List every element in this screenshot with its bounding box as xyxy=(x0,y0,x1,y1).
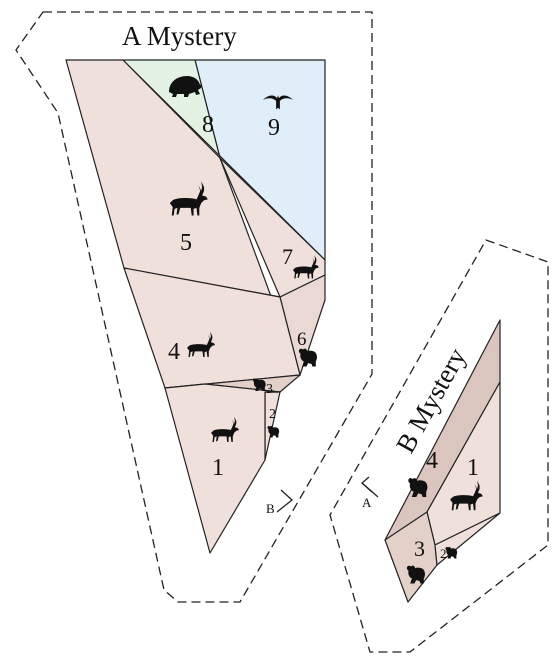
piece-label-6: 6 xyxy=(297,329,307,350)
piece-label-1: 1 xyxy=(212,455,224,481)
panel-a-piece-2 xyxy=(264,391,281,461)
piece-label-5: 5 xyxy=(180,230,192,256)
piece-label-8: 8 xyxy=(202,112,214,138)
panel-a-piece-4 xyxy=(123,267,301,389)
panel-b-cut-line xyxy=(329,239,549,653)
panel-a-piece-1 xyxy=(164,383,281,554)
piece-label-3: 3 xyxy=(266,382,273,397)
join-mark-b-label: B xyxy=(266,501,275,516)
panel-a: A Mystery 9 8 5 7 6 4 3 2 1 B xyxy=(15,11,373,603)
piece-label-4: 4 xyxy=(168,339,180,365)
piece-label-b1: 1 xyxy=(467,455,479,481)
join-mark-a-stem xyxy=(361,482,379,498)
join-mark-b-icon xyxy=(276,489,294,513)
piece-label-9: 9 xyxy=(268,115,280,141)
piece-label-2: 2 xyxy=(269,407,276,422)
panel-b: B Mystery 4 1 3 2 A xyxy=(329,239,549,653)
piece-label-b3: 3 xyxy=(414,536,425,561)
panel-a-cut-line xyxy=(15,11,373,603)
piece-label-b4: 4 xyxy=(426,448,438,474)
panel-a-title: A Mystery xyxy=(122,21,237,51)
piece-label-b2: 2 xyxy=(440,546,447,561)
join-mark-a-label: A xyxy=(362,495,372,510)
piece-label-7: 7 xyxy=(282,244,293,269)
